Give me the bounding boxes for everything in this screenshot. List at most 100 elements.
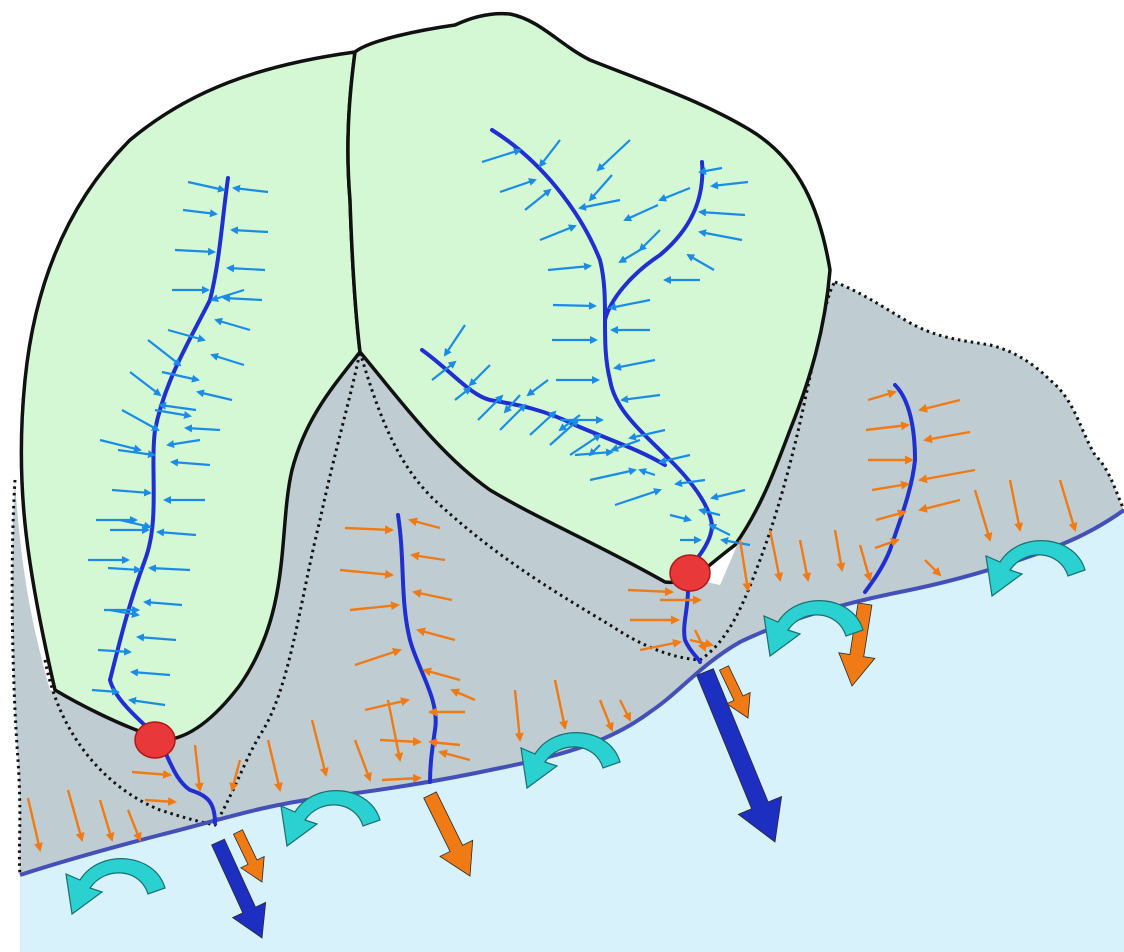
runoff-arrow-42 [918, 398, 961, 413]
inflow-arrow-25 [222, 294, 263, 303]
inflow-arrow-15 [91, 687, 120, 696]
runoff-arrow-5 [229, 759, 242, 792]
runoff-arrow-0 [26, 797, 43, 852]
runoff-arrow-13 [339, 568, 394, 579]
river-west-main [107, 176, 230, 737]
runoff-arrow-51 [973, 489, 993, 542]
stream-ungauged-1 [396, 513, 438, 784]
inflow-arrow-44 [539, 224, 577, 242]
inflow-arrow-59 [698, 166, 723, 175]
inflow-arrow-61 [698, 208, 746, 217]
exchange-arrow-3 [763, 600, 864, 658]
inflow-arrow-69 [613, 358, 656, 371]
exchange-arrow-0 [65, 858, 166, 916]
runoff-arrow-54 [924, 559, 942, 577]
runoff-arrow-43 [923, 430, 971, 444]
discharge-arrow-5 [838, 602, 876, 687]
inflow-arrow-62 [698, 229, 743, 242]
inflow-arrow-6 [154, 408, 192, 419]
inflow-arrow-51 [589, 467, 637, 482]
runoff-arrow-31 [618, 699, 632, 722]
gauged-catchment-east [346, 11, 832, 585]
inflow-arrow-21 [99, 438, 142, 453]
runoff-arrow-26 [428, 738, 461, 748]
river-east-outlet [682, 588, 702, 664]
inflow-arrow-89 [558, 414, 581, 432]
inflow-arrow-28 [196, 389, 233, 402]
runoff-arrow-21 [416, 627, 456, 642]
inflow-arrow-0 [187, 180, 226, 193]
inflow-arrow-60 [710, 180, 749, 190]
runoff-arrow-34 [639, 638, 682, 652]
runoff-arrow-1 [66, 789, 85, 842]
inflow-arrow-63 [686, 254, 715, 271]
inflow-arrow-8 [121, 409, 160, 431]
runoff-arrow-48 [798, 539, 812, 582]
runoff-arrow-49 [833, 529, 846, 572]
discharge-arrows [211, 602, 876, 939]
runoff-arrow-20 [412, 589, 453, 602]
runoff-arrow-41 [874, 538, 900, 550]
stream-ungauged-2 [863, 383, 918, 594]
inflow-arrow-80 [477, 394, 504, 421]
runoff-arrow-8 [266, 739, 283, 792]
inflow-arrow-18 [109, 608, 140, 618]
inflow-arrow-40 [210, 288, 245, 303]
inflow-arrow-88 [526, 379, 549, 397]
inflow-arrow-23 [230, 226, 269, 235]
ungauged-coastal-area [12, 282, 1124, 875]
inflow-arrow-73 [674, 478, 706, 488]
inflow-arrow-24 [226, 264, 266, 273]
runoff-arrow-27 [450, 688, 476, 702]
inflow-arrow-93 [669, 513, 692, 523]
inflow-arrow-35 [136, 633, 177, 642]
discharge-arrow-1 [696, 668, 783, 843]
inflow-arrow-83 [549, 418, 580, 446]
runoff-arrow-3 [126, 809, 142, 842]
inflow-arrow-84 [569, 433, 602, 456]
inflow-arrow-87 [503, 394, 521, 414]
inflow-arrow-14 [97, 647, 132, 656]
inflow-arrow-38 [166, 438, 201, 449]
inflow-arrow-10 [111, 488, 152, 497]
inflow-arrow-43 [524, 188, 552, 211]
exchange-arrow-4 [985, 540, 1086, 598]
runoff-arrow-10 [353, 739, 372, 782]
runoff-arrow-4 [193, 744, 204, 792]
inflow-arrow-22 [232, 184, 269, 194]
runoff-arrow-14 [349, 601, 400, 612]
discharge-arrow-3 [423, 791, 474, 877]
inflow-arrow-86 [468, 364, 491, 387]
runoff-arrow-12 [344, 525, 394, 535]
inflow-arrow-45 [547, 262, 592, 272]
inflow-arrow-91 [610, 438, 641, 452]
runoff-arrow-18 [408, 517, 441, 530]
inflow-arrow-16 [147, 339, 182, 367]
inflow-arrow-12 [107, 565, 142, 574]
inflow-arrow-53 [596, 139, 631, 172]
river-east-branch-ne [603, 160, 705, 322]
runoff-arrow-24 [438, 749, 471, 762]
inflow-arrow-66 [618, 249, 641, 264]
runoff-arrow-32 [627, 587, 674, 597]
inflow-arrow-90 [588, 444, 601, 457]
inflow-arrow-77 [710, 488, 746, 501]
runoff-arrow-19 [410, 551, 446, 562]
inflow-arrow-67 [608, 298, 651, 311]
inflow-arrow-52 [614, 488, 662, 507]
exchange-arrow-2 [520, 732, 621, 790]
inflow-arrow-2 [174, 247, 216, 256]
inflow-arrow-76 [720, 537, 751, 547]
runoff-arrow-7 [144, 797, 177, 807]
inflow-arrow-39 [158, 401, 197, 412]
runoff-arrow-17 [379, 737, 422, 747]
inflow-arrow-65 [638, 229, 661, 252]
gauged-inflow-arrows [88, 139, 751, 707]
inflow-arrow-72 [658, 453, 691, 465]
inflow-arrow-81 [499, 403, 527, 431]
runoff-arrow-39 [871, 480, 910, 492]
runoff-arrow-56 [689, 638, 714, 648]
runoff-arrow-2 [98, 799, 115, 842]
inflow-arrow-56 [578, 198, 621, 211]
